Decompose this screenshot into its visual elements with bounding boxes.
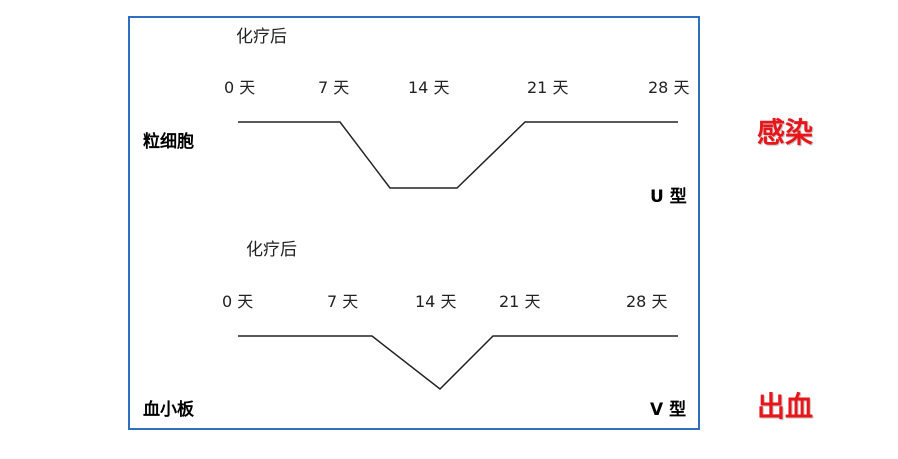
infection-label: 感染 (757, 116, 814, 149)
platelet-label: 血小板 (143, 400, 194, 420)
top-caption: 化疗后 (236, 27, 287, 47)
bottom-tick-day7: 7 天 (327, 292, 359, 311)
diagram-frame (128, 16, 700, 430)
bottom-tick-day28: 28 天 (626, 292, 668, 311)
v-shaped-curve (238, 335, 678, 390)
bottom-tick-day0: 0 天 (222, 292, 254, 311)
granulocyte-label: 粒细胞 (143, 132, 194, 152)
v-pattern-label: V 型 (650, 400, 687, 420)
top-tick-day21: 21 天 (527, 78, 569, 97)
bottom-caption: 化疗后 (246, 240, 297, 260)
top-tick-day28: 28 天 (648, 78, 690, 97)
bleeding-label: 出血 (757, 390, 814, 423)
u-shaped-curve (238, 121, 678, 189)
bottom-tick-day14: 14 天 (415, 292, 457, 311)
top-tick-day7: 7 天 (318, 78, 350, 97)
u-pattern-label: U 型 (650, 187, 687, 207)
bottom-tick-day21: 21 天 (499, 292, 541, 311)
top-tick-day0: 0 天 (224, 78, 256, 97)
top-tick-day14: 14 天 (408, 78, 450, 97)
